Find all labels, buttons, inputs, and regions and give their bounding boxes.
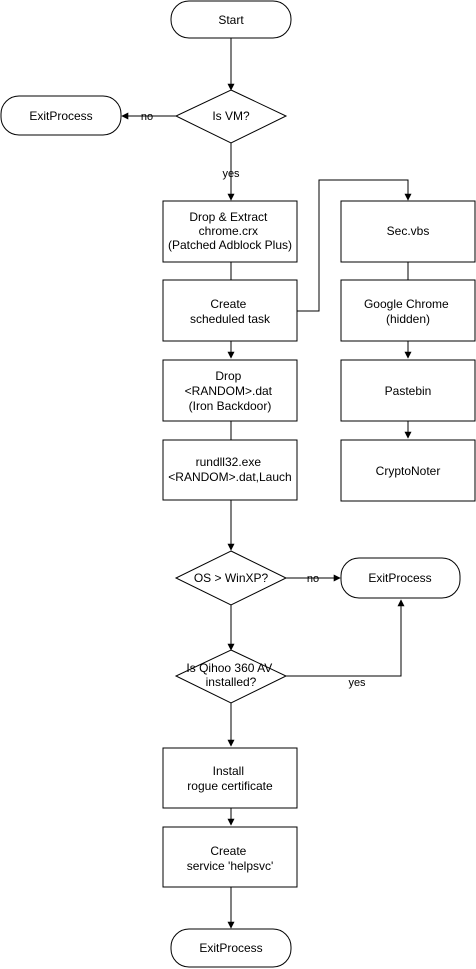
node-chrome-line-1: Google Chrome bbox=[364, 297, 449, 311]
node-exit-vm-label: ExitProcess bbox=[29, 109, 92, 123]
svg-text:Drop & Extract chrome.cr: Drop & Extract chrome.crx (Patched Adblo… bbox=[168, 210, 292, 252]
node-drop-extract-line-1: Drop & Extract bbox=[189, 210, 268, 224]
node-create-task-line-1: Create bbox=[210, 297, 246, 311]
svg-text:Drop <RANDOM>.dat: Drop <RANDOM>.dat (Iron Backdoor) bbox=[185, 369, 276, 413]
node-cryptonoter: CryptoNoter bbox=[340, 439, 476, 502]
node-create-task: Create scheduled task bbox=[162, 279, 298, 342]
node-is-vm: Is VM? bbox=[174, 89, 288, 144]
node-os-check: OS > WinXP? bbox=[174, 550, 288, 606]
node-rundll-line-1: rundll32.exe bbox=[196, 455, 262, 469]
node-qihoo-check-line-2: installed? bbox=[206, 675, 257, 689]
svg-text:Install rogue certificat: Install rogue certificate bbox=[187, 764, 273, 793]
node-exit-os-label: ExitProcess bbox=[368, 571, 431, 585]
node-drop-dat-line-2: <RANDOM>.dat bbox=[185, 384, 273, 398]
edges bbox=[121, 38, 412, 929]
node-start: Start bbox=[170, 0, 292, 39]
node-create-service: Create service 'helpsvc' bbox=[162, 826, 298, 888]
node-drop-dat-line-3: (Iron Backdoor) bbox=[189, 399, 272, 413]
edge-qihoo-yes bbox=[286, 599, 405, 677]
node-install-cert-line-2: rogue certificate bbox=[187, 779, 273, 793]
node-qihoo-check: Is Qihoo 360 AV installed? bbox=[174, 649, 288, 704]
node-pastebin-label: Pastebin bbox=[385, 384, 432, 398]
edge-create-task-to-sec-vbs bbox=[297, 179, 412, 312]
node-drop-extract-line-3: (Patched Adblock Plus) bbox=[168, 238, 292, 252]
node-create-task-line-2: scheduled task bbox=[190, 312, 271, 326]
svg-text:rundll32.exe <RANDOM>.da: rundll32.exe <RANDOM>.dat,Lauch bbox=[168, 455, 291, 484]
node-create-service-line-2: service 'helpsvc' bbox=[187, 859, 274, 873]
edge-label-vm-yes: yes bbox=[222, 168, 240, 180]
edge-label-vm-no: no bbox=[141, 111, 153, 123]
edge-label-qihoo-yes: yes bbox=[348, 677, 366, 689]
node-chrome-line-2: (hidden) bbox=[386, 312, 430, 326]
node-os-check-label: OS > WinXP? bbox=[194, 571, 269, 585]
svg-text:Create scheduled task: Create scheduled task bbox=[190, 297, 271, 326]
node-rundll: rundll32.exe <RANDOM>.dat,Lauch bbox=[162, 439, 298, 501]
node-sec-vbs: Sec.vbs bbox=[340, 200, 476, 263]
svg-text:Is Qihoo 360 AV installe: Is Qihoo 360 AV installed? bbox=[186, 661, 275, 689]
node-is-vm-label: Is VM? bbox=[212, 109, 250, 123]
svg-text:Create service 'helpsvc': Create service 'helpsvc' bbox=[187, 844, 274, 873]
node-exit-final: ExitProcess bbox=[170, 928, 292, 968]
node-qihoo-check-line-1: Is Qihoo 360 AV bbox=[186, 661, 272, 675]
node-cryptonoter-label: CryptoNoter bbox=[376, 464, 441, 478]
node-drop-dat: Drop <RANDOM>.dat (Iron Backdoor) bbox=[162, 359, 298, 422]
node-chrome: Google Chrome (hidden) bbox=[340, 279, 476, 342]
node-drop-extract: Drop & Extract chrome.crx (Patched Adblo… bbox=[162, 200, 298, 263]
edge-label-os-no: no bbox=[307, 573, 319, 585]
node-drop-extract-line-2: chrome.crx bbox=[199, 224, 258, 238]
node-drop-dat-line-1: Drop bbox=[215, 369, 241, 383]
svg-text:Google Chrome (hidden): Google Chrome (hidden) bbox=[364, 297, 452, 326]
node-exit-os: ExitProcess bbox=[340, 557, 461, 599]
edge-labels: no yes no yes bbox=[141, 111, 366, 689]
node-exit-final-label: ExitProcess bbox=[199, 941, 262, 955]
node-sec-vbs-label: Sec.vbs bbox=[387, 224, 430, 238]
node-rundll-line-2: <RANDOM>.dat,Lauch bbox=[168, 470, 291, 484]
node-exit-vm: ExitProcess bbox=[0, 95, 122, 136]
node-create-service-line-1: Create bbox=[210, 844, 246, 858]
node-install-cert-line-1: Install bbox=[213, 764, 244, 778]
node-start-label: Start bbox=[218, 13, 244, 27]
node-pastebin: Pastebin bbox=[340, 359, 476, 422]
node-install-cert: Install rogue certificate bbox=[162, 747, 298, 809]
